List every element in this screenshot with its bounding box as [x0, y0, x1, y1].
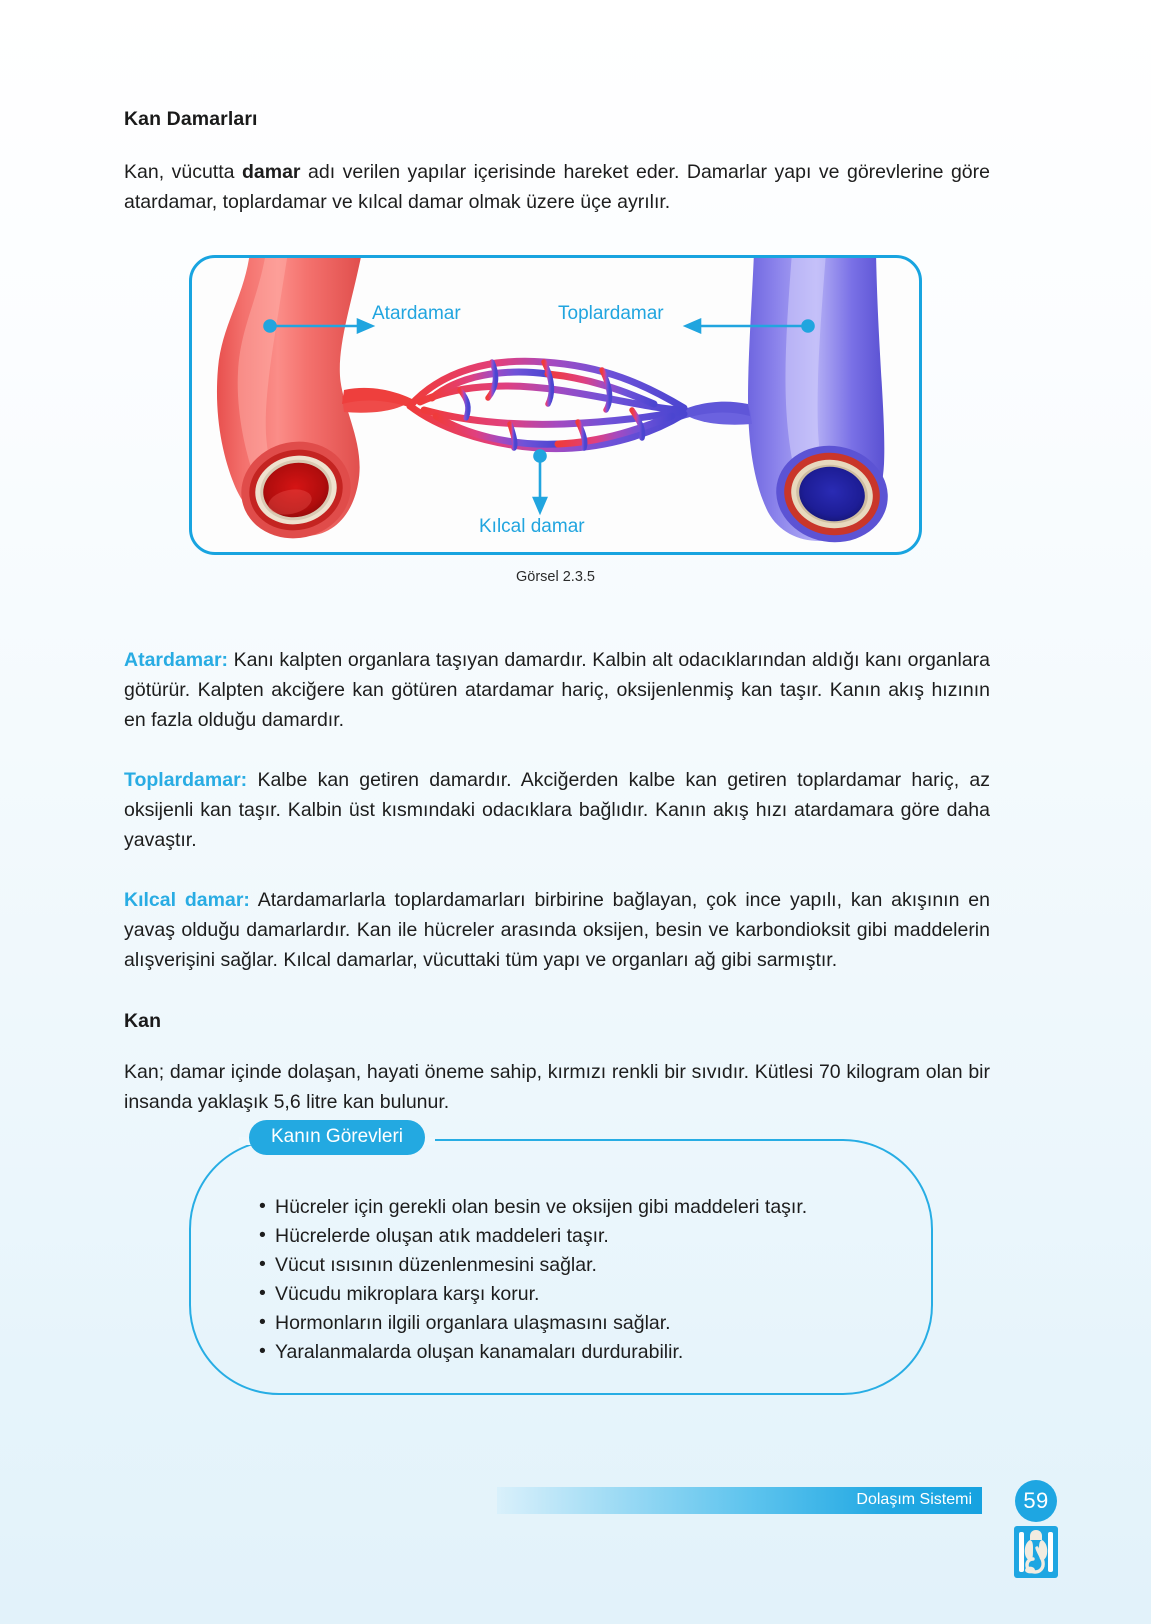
vein-graphic: [678, 258, 888, 543]
page-number-badge: 59: [1015, 1480, 1057, 1522]
definition-term-vein: Toplardamar:: [124, 769, 248, 791]
capillary-network: [406, 357, 688, 453]
figure-label-artery: Atardamar: [372, 303, 461, 324]
list-item: Hormonların ilgili organlara ulaşmasını …: [259, 1308, 885, 1338]
blood-functions-box: Kanın Görevleri Hücreler için gerekli ol…: [189, 1120, 933, 1395]
list-item: Vücut ısısının düzenlenmesini sağlar.: [259, 1250, 885, 1280]
footer-unit-label: Dolaşım Sistemi: [856, 1491, 972, 1508]
list-item: Hücrelerde oluşan atık maddeleri taşır.: [259, 1221, 885, 1251]
capillary-network-cross: [457, 359, 646, 451]
definition-text-capillary: Atardamarlarla toplardamarları birbirine…: [124, 889, 991, 971]
definition-term-capillary: Kılcal damar:: [124, 889, 250, 911]
leader-lines: [263, 318, 815, 516]
intro-bold-term: damar: [241, 161, 301, 183]
list-item: Vücudu mikroplara karşı korur.: [259, 1279, 885, 1309]
artery-graphic: [216, 258, 414, 539]
definition-term-artery: Atardamar:: [124, 649, 229, 671]
figure-caption: Görsel 2.3.5: [516, 569, 595, 585]
text-column-top: Kan Damarları Kan, vücutta damar adı ver…: [124, 108, 990, 217]
list-item: Hücreler için gerekli olan besin ve oksi…: [259, 1192, 885, 1222]
blood-functions-tab-label: Kanın Görevleri: [249, 1120, 426, 1155]
figure-label-capillary: Kılcal damar: [479, 516, 585, 537]
definitions-block: Atardamar: Kanı kalpten organlara taşıya…: [124, 645, 990, 975]
definition-text-artery: Kanı kalpten organlara taşıyan damardır.…: [124, 649, 990, 731]
list-item: Yaralanmalarda oluşan kanamaları durdura…: [259, 1337, 885, 1367]
definition-capillary: Kılcal damar: Atardamarlarla toplardamar…: [124, 885, 990, 975]
blood-vessel-illustration: [216, 258, 888, 543]
intro-part2: adı verilen yapılar içerisinde hareket e…: [124, 161, 990, 213]
definition-artery: Atardamar: Kanı kalpten organlara taşıya…: [124, 645, 990, 735]
intro-part1: Kan, vücutta: [124, 161, 242, 183]
figure-blood-vessels: Atardamar Toplardamar Kılcal damar Görse…: [189, 255, 922, 585]
blood-functions-list: Hücreler için gerekli olan besin ve oksi…: [237, 1192, 885, 1367]
figure-label-vein: Toplardamar: [558, 303, 664, 324]
capillary-arrowhead: [532, 496, 548, 516]
blood-section-paragraph: Kan; damar içinde dolaşan, hayati öneme …: [124, 1061, 990, 1113]
intro-paragraph: Kan, vücutta damar adı verilen yapılar i…: [124, 157, 990, 217]
artery-arrowhead: [356, 318, 376, 334]
vein-arrowhead: [682, 318, 702, 334]
blood-section: Kan Kan; damar içinde dolaşan, hayati ön…: [124, 1010, 990, 1117]
figure-frame: Atardamar Toplardamar Kılcal damar: [189, 255, 922, 555]
human-body-organs-icon: [1014, 1526, 1058, 1578]
blood-functions-frame: Kanın Görevleri Hücreler için gerekli ol…: [189, 1120, 933, 1395]
definition-vein: Toplardamar: Kalbe kan getiren damardır.…: [124, 765, 990, 855]
blood-section-title: Kan: [124, 1010, 162, 1032]
page-title: Kan Damarları: [124, 108, 258, 130]
definition-text-vein: Kalbe kan getiren damardır. Akciğerden k…: [124, 769, 990, 851]
footer-gradient-bar: Dolaşım Sistemi: [497, 1487, 982, 1514]
